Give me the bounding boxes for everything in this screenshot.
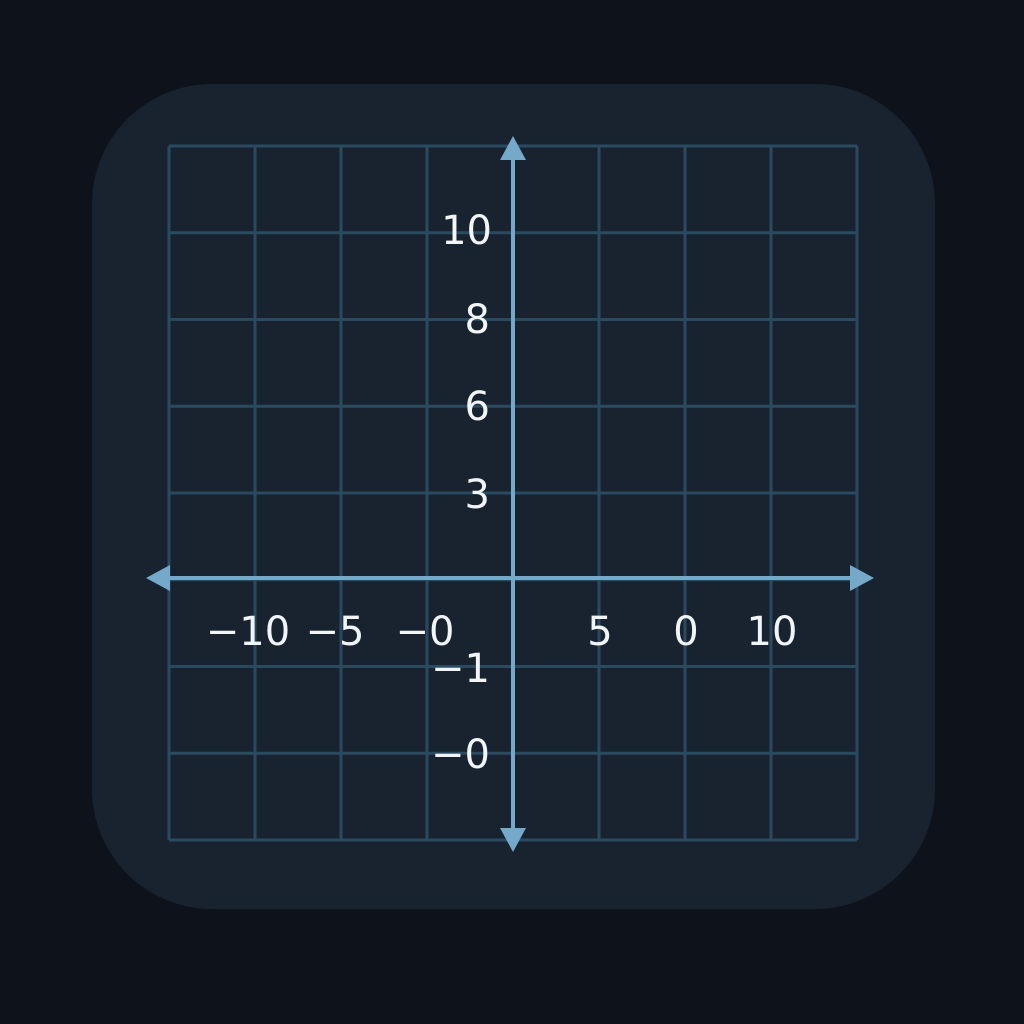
- y-tick-label: 10: [441, 208, 492, 254]
- y-tick-label: 8: [465, 297, 490, 343]
- x-tick-labels: −10 −5 −0 5 0 10: [206, 609, 798, 655]
- y-tick-label: 3: [465, 472, 490, 518]
- y-tick-label: 6: [465, 384, 490, 430]
- axes: [160, 148, 864, 840]
- y-tick-label: −1: [431, 646, 490, 692]
- x-tick-label: 5: [587, 609, 612, 655]
- x-tick-label: −0: [396, 609, 455, 655]
- x-tick-label: −5: [306, 609, 365, 655]
- arrow-left-icon: [146, 565, 170, 591]
- arrow-right-icon: [850, 565, 874, 591]
- arrow-up-icon: [500, 136, 526, 160]
- arrow-down-icon: [500, 828, 526, 852]
- x-tick-label: −10: [206, 609, 290, 655]
- axis-arrows: [146, 136, 874, 852]
- y-tick-labels: 10 8 6 3 −1 −0: [431, 208, 492, 778]
- y-tick-label: −0: [431, 732, 490, 778]
- x-tick-label: 10: [747, 609, 798, 655]
- x-tick-label: 0: [673, 609, 698, 655]
